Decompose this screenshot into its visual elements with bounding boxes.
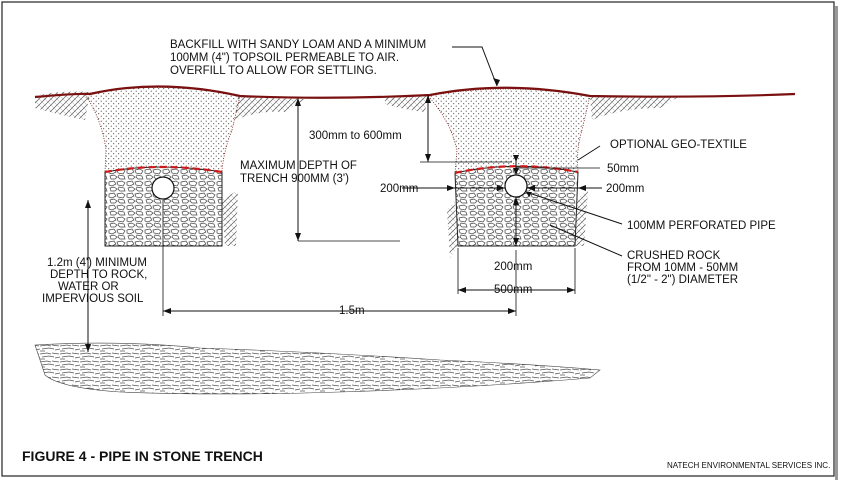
label-max-depth-2: TRENCH 900MM (3') [240, 173, 349, 185]
label-backfill-1: BACKFILL WITH SANDY LOAM AND A MINIMUM [170, 39, 426, 51]
pipe-trench-1 [151, 176, 175, 200]
label-rock-3: (1/2" - 2") DIAMETER [627, 274, 738, 286]
label-backfill-3: OVERFILL TO ALLOW FOR SETTLING. [170, 65, 377, 77]
label-width: 500mm [494, 284, 532, 296]
label-cover: 50mm [607, 163, 639, 175]
soil-hatch [222, 190, 238, 246]
drawing-border [1, 1, 835, 477]
backfill-trench-2 [427, 88, 591, 174]
label-bottom: 200mm [494, 261, 532, 273]
ground-surface-line [34, 85, 796, 99]
label-side-left: 200mm [380, 183, 418, 195]
leader-pipe [525, 191, 623, 225]
dim-extension [457, 248, 576, 294]
geotextile-trench-1 [104, 165, 223, 174]
label-min-depth-3: WATER OR [58, 281, 119, 293]
soil-hatch [385, 95, 428, 112]
leader-rock [549, 224, 623, 257]
soil-hatch [447, 200, 458, 258]
label-geotextile: OPTIONAL GEO-TEXTILE [610, 139, 747, 151]
label-side-right: 200mm [606, 183, 644, 195]
border-shadow [835, 6, 838, 480]
soil-hatch [35, 91, 90, 120]
soil-hatch [235, 96, 305, 120]
backfill-trench-1 [84, 87, 241, 173]
label-min-depth-4: IMPERVIOUS SOIL [42, 293, 144, 305]
pipe-trench-2 [504, 174, 528, 198]
leader-geotextile [577, 145, 601, 161]
arrowhead [513, 155, 519, 175]
figure-title: FIGURE 4 - PIPE IN STONE TRENCH [22, 448, 263, 464]
label-backfill-2: 100MM (4") TOPSOIL PERMEABLE TO AIR. [170, 52, 399, 64]
label-spacing: 1.5m [339, 305, 365, 317]
label-max-depth-1: MAXIMUM DEPTH OF [240, 160, 357, 172]
label-depth-range: 300mm to 600mm [309, 130, 402, 142]
company-name: NATECH ENVIRONMENTAL SERVICES INC. [667, 461, 830, 470]
label-pipe: 100MM PERFORATED PIPE [627, 220, 776, 232]
soil-hatch [575, 190, 588, 246]
label-min-depth-1: 1.2m (4') MINIMUM [47, 257, 147, 269]
label-rock-1: CRUSHED ROCK [627, 250, 721, 262]
bedrock-layer [34, 342, 601, 395]
arrowhead [425, 95, 431, 162]
arrowhead [493, 78, 500, 86]
dim-extension [162, 200, 517, 316]
leader-backfill [452, 46, 498, 87]
label-min-depth-2: DEPTH TO ROCK, [50, 269, 147, 281]
label-rock-2: FROM 10MM - 50MM [627, 262, 738, 274]
arrowhead [526, 192, 532, 197]
soil-hatch [590, 95, 680, 120]
